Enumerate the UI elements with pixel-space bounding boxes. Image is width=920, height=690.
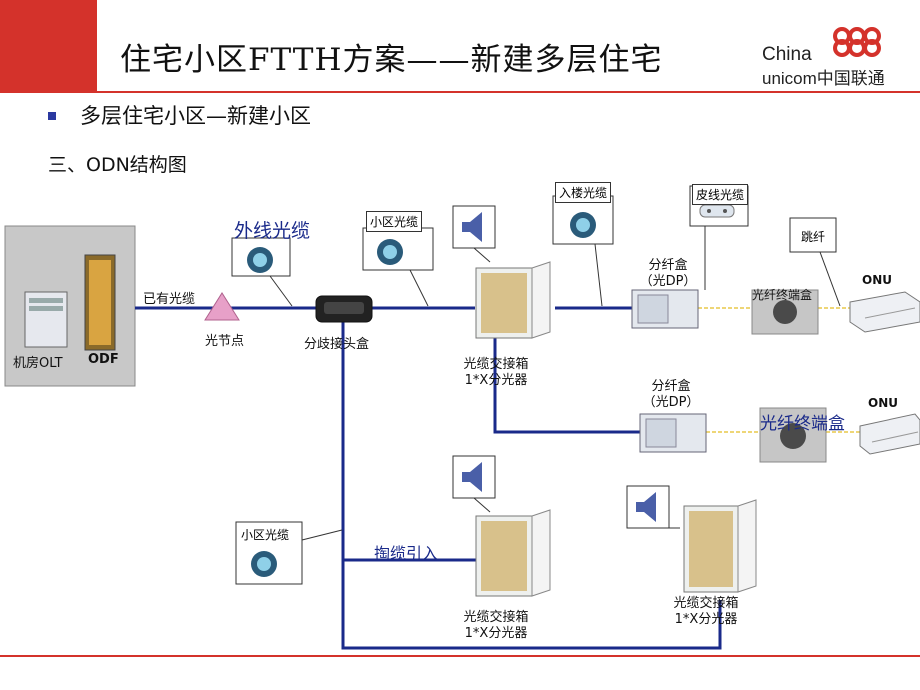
district-cable-left-label: 小区光缆 [238,525,293,544]
speaker-icon-1 [452,205,496,263]
logo-line1: China [762,44,812,65]
page-title: 住宅小区FTTH方案——新建多层住宅 [120,42,663,78]
dp2-label-line2: （光DP） [642,395,700,410]
callout-jumper [789,217,841,307]
cab1-label-line2: 1*X分光器 [464,373,528,388]
cab1-label-line1: 光缆交接箱 [463,357,529,372]
drop-cable-label: 皮线光缆 [692,184,749,205]
odf-label: ODF [88,352,119,367]
jumper-label: 跳纤 [798,227,829,246]
onu-icon-1 [849,291,920,333]
duct-label: 掏缆引入 [374,544,439,563]
splice-box-label: 分歧接头盒 [304,337,370,352]
onu1-label: ONU [862,273,892,287]
cab2-label: 光缆交接箱 1*X分光器 [446,610,546,642]
section-heading: 三、ODN结构图 [48,154,187,176]
term2-label: 光纤终端盒 [760,414,845,434]
speaker-icon-3 [626,485,680,529]
term1-label: 光纤终端盒 [752,288,813,302]
district-cable-top-label: 小区光缆 [366,211,423,232]
footer-divider [0,655,920,657]
existing-cable-label: 已有光缆 [143,292,196,307]
dp1-label-line1: 分纤盒 [648,258,688,273]
optical-node-icon [204,292,240,321]
dp1-label: 分纤盒 （光DP） [638,258,698,290]
dp1-label-line2: （光DP） [639,274,697,289]
onu2-label: ONU [868,396,898,410]
speaker-icon-2 [452,455,496,513]
cab3-label: 光缆交接箱 1*X分光器 [656,596,756,628]
subtitle: 多层住宅小区—新建小区 [80,104,311,128]
logo-line2: unicom中国联通 [762,69,885,88]
cab2-label-line2: 1*X分光器 [464,626,528,641]
cab1-label: 光缆交接箱 1*X分光器 [446,357,546,389]
cab3-label-line1: 光缆交接箱 [673,596,739,611]
unicom-knot-logo-icon [833,27,881,57]
dp2-label: 分纤盒 （光DP） [641,379,701,411]
cab2-label-line1: 光缆交接箱 [463,610,529,625]
cab3-label-line2: 1*X分光器 [674,612,738,627]
callout-outside-cable [231,237,293,307]
callout-building-cable [552,195,614,307]
building-cable-label: 入楼光缆 [555,182,612,203]
dp2-label-line1: 分纤盒 [651,379,691,394]
header-divider [97,91,920,93]
header-red-block [0,0,97,93]
bullet-icon [48,112,56,120]
line-cab1-dp2 [493,335,640,434]
olt-label: 机房OLT [13,356,63,371]
cabinet-icon-3 [683,499,757,593]
line-splice-cab3 [341,322,722,650]
cabinet-icon-1 [475,261,551,339]
cabinet-icon-2 [475,509,551,597]
callout-district-cable-top [362,227,434,307]
outside-cable-label: 外线光缆 [234,220,311,242]
node-label: 光节点 [205,334,245,349]
onu-icon-2 [859,413,920,455]
